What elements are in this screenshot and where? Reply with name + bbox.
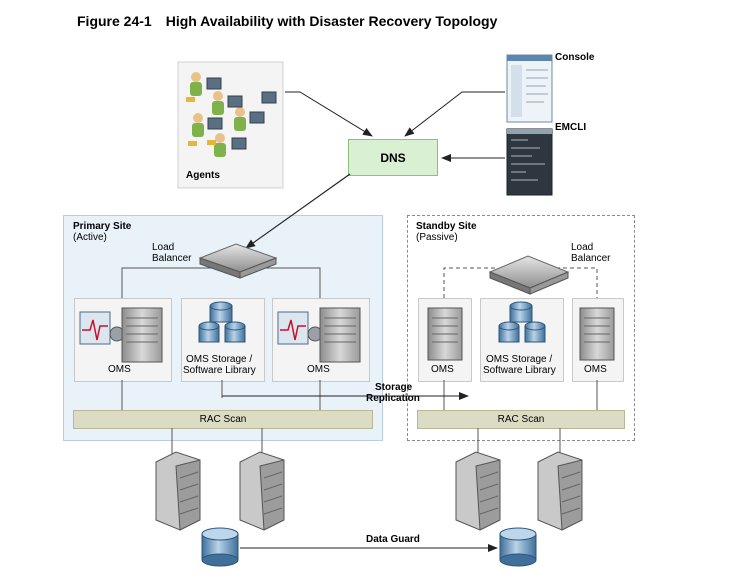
- standby-oms-right-icon: [579, 307, 615, 361]
- figure-number: Figure 24-1: [77, 13, 152, 29]
- standby-storage-icon: [498, 301, 546, 343]
- agents-label: Agents: [186, 170, 220, 181]
- primary-oms-right-label: OMS: [307, 364, 330, 375]
- primary-storage-label-1: OMS Storage /: [186, 354, 253, 365]
- standby-oms-right-label: OMS: [584, 364, 607, 375]
- dns-to-load-balancer-arrow: [245, 173, 351, 249]
- standby-database-icon: [499, 527, 537, 567]
- standby-storage-label-1: OMS Storage /: [486, 354, 553, 365]
- primary-load-balancer-icon: [198, 243, 278, 279]
- standby-storage-label-2: Software Library: [483, 365, 556, 376]
- dns-node: DNS: [348, 139, 438, 176]
- data-guard-label: Data Guard: [366, 534, 420, 545]
- standby-oms-left-label: OMS: [431, 364, 454, 375]
- primary-database-icon: [201, 527, 239, 567]
- standby-site-subtitle: (Passive): [416, 232, 458, 243]
- primary-rac-scan: RAC Scan: [73, 410, 373, 429]
- primary-db-server-left-icon: [155, 451, 201, 531]
- agents-to-dns-arrow: [285, 91, 373, 137]
- primary-db-server-right-icon: [239, 451, 285, 531]
- standby-oms-left-icon: [427, 307, 463, 361]
- console-window-icon: [506, 54, 553, 123]
- primary-storage-icon: [198, 301, 246, 343]
- dns-label: DNS: [380, 150, 406, 165]
- primary-oms-left-label: OMS: [108, 364, 131, 375]
- standby-load-balancer-label-2: Balancer: [571, 253, 611, 264]
- primary-load-balancer-label-2: Balancer: [152, 253, 192, 264]
- agents-icon: [177, 61, 284, 189]
- standby-rac-scan: RAC Scan: [417, 410, 625, 429]
- emcli-terminal-icon: [506, 128, 553, 196]
- storage-replication-label-2: Replication: [366, 393, 420, 404]
- standby-load-balancer-label-1: Load: [571, 242, 594, 253]
- primary-connectors: [121, 267, 321, 455]
- primary-oms-right-icon: [277, 307, 361, 363]
- figure-title-text: High Availability with Disaster Recovery…: [165, 13, 498, 29]
- primary-site-subtitle: (Active): [73, 232, 107, 243]
- figure-title: Figure 24-1 High Availability with Disast…: [77, 14, 497, 29]
- console-to-dns-arrow: [404, 91, 505, 137]
- storage-replication-label-1: Storage: [375, 382, 413, 393]
- console-label: Console: [555, 52, 595, 63]
- standby-load-balancer-icon: [488, 255, 570, 295]
- primary-storage-label-2: Software Library: [183, 365, 256, 376]
- emcli-label: EMCLI: [555, 122, 587, 133]
- primary-oms-left-icon: [79, 307, 163, 363]
- standby-db-server-right-icon: [537, 451, 583, 531]
- standby-connectors: [443, 267, 598, 455]
- primary-load-balancer-label-1: Load: [152, 242, 175, 253]
- primary-site-title: Primary Site: [73, 221, 132, 232]
- standby-site-title: Standby Site: [416, 221, 477, 232]
- standby-db-server-left-icon: [455, 451, 501, 531]
